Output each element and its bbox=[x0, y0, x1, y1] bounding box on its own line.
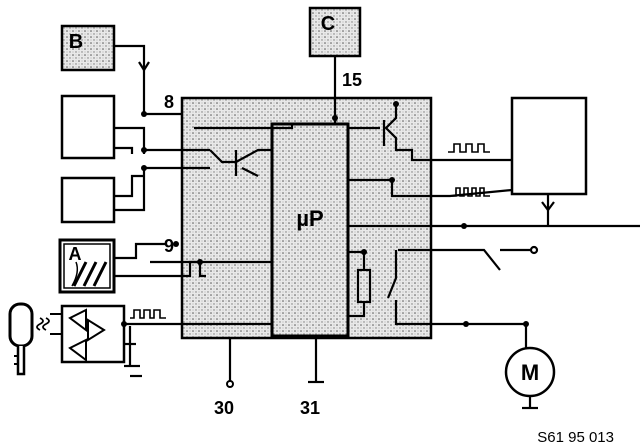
block-a: A bbox=[58, 238, 116, 294]
microprocessor: µP bbox=[270, 122, 350, 338]
terminal-30-dot bbox=[226, 380, 234, 388]
sensor-block-1 bbox=[60, 94, 116, 160]
key-fob-icon bbox=[8, 302, 62, 376]
figure-code: S61 95 013 bbox=[537, 429, 614, 446]
junction-dots bbox=[121, 101, 529, 327]
pin-30-label: 30 bbox=[214, 398, 234, 418]
block-b: B bbox=[60, 24, 116, 72]
block-b-label: B bbox=[69, 31, 83, 53]
wiring bbox=[114, 44, 640, 410]
pin-9-label: 9 bbox=[164, 236, 174, 256]
pin-8-label: 8 bbox=[164, 92, 174, 112]
amplifier-block bbox=[60, 304, 126, 364]
block-c-label: C bbox=[321, 13, 335, 35]
pin-15-label: 15 bbox=[342, 70, 362, 90]
block-c: C bbox=[308, 6, 362, 58]
pin-31-label: 31 bbox=[300, 398, 320, 418]
microprocessor-label: µP bbox=[296, 206, 323, 231]
sensor-block-2 bbox=[60, 176, 116, 224]
actuator-block bbox=[510, 96, 588, 196]
block-a-label: A bbox=[69, 244, 82, 264]
pulse-signal-icons bbox=[130, 143, 490, 319]
motor-label: M bbox=[521, 360, 539, 385]
motor: M bbox=[504, 346, 556, 398]
